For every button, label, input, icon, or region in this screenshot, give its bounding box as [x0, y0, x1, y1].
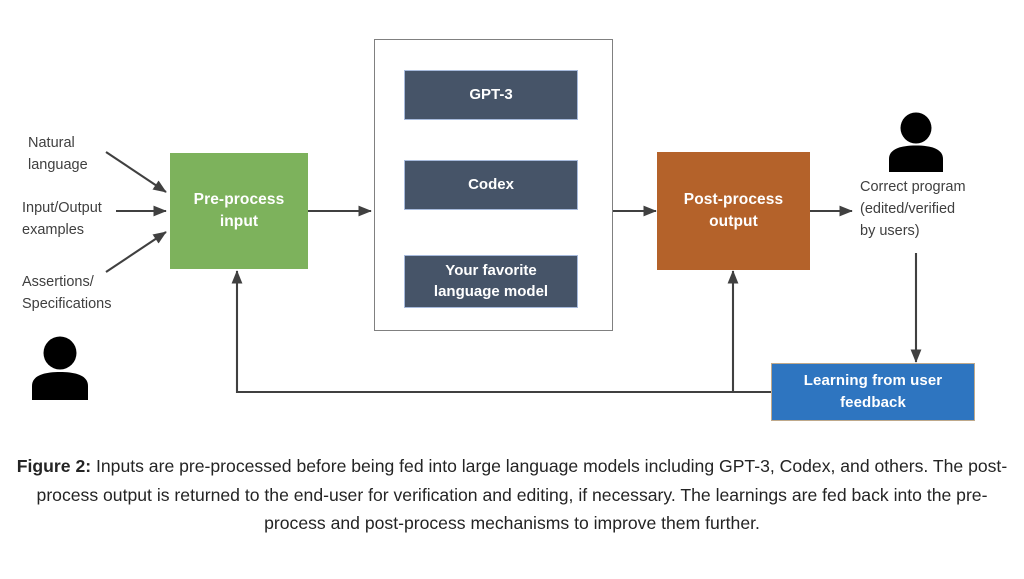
output-user-person-icon	[880, 110, 952, 174]
post-process-output-box[interactable]: Post-process output	[657, 152, 810, 270]
output-label-correct-program: Correct program (edited/verified by user…	[860, 179, 966, 239]
arrow-feedback-to-postprocess	[727, 270, 771, 394]
model-box-your-favorite-language-model[interactable]: Your favorite language model	[404, 255, 578, 308]
input-label-io-examples: Input/Output examples	[22, 200, 102, 238]
learning-from-user-feedback-box[interactable]: Learning from user feedback	[771, 363, 975, 421]
input-label-assertions-specifications: Assertions/ Specifications	[22, 274, 112, 312]
model-box-codex[interactable]: Codex	[404, 160, 578, 210]
model-box-gpt-3[interactable]: GPT-3	[404, 70, 578, 120]
input-label-natural-language: Natural language	[28, 135, 88, 173]
figure-caption-label: Figure 2:	[16, 456, 92, 476]
figure-caption-text: Inputs are pre-processed before being fe…	[36, 456, 1008, 533]
input-user-person-icon	[22, 334, 98, 402]
figure-caption: Figure 2: Inputs are pre-processed befor…	[14, 452, 1010, 538]
pre-process-input-box[interactable]: Pre-process input	[170, 153, 308, 269]
